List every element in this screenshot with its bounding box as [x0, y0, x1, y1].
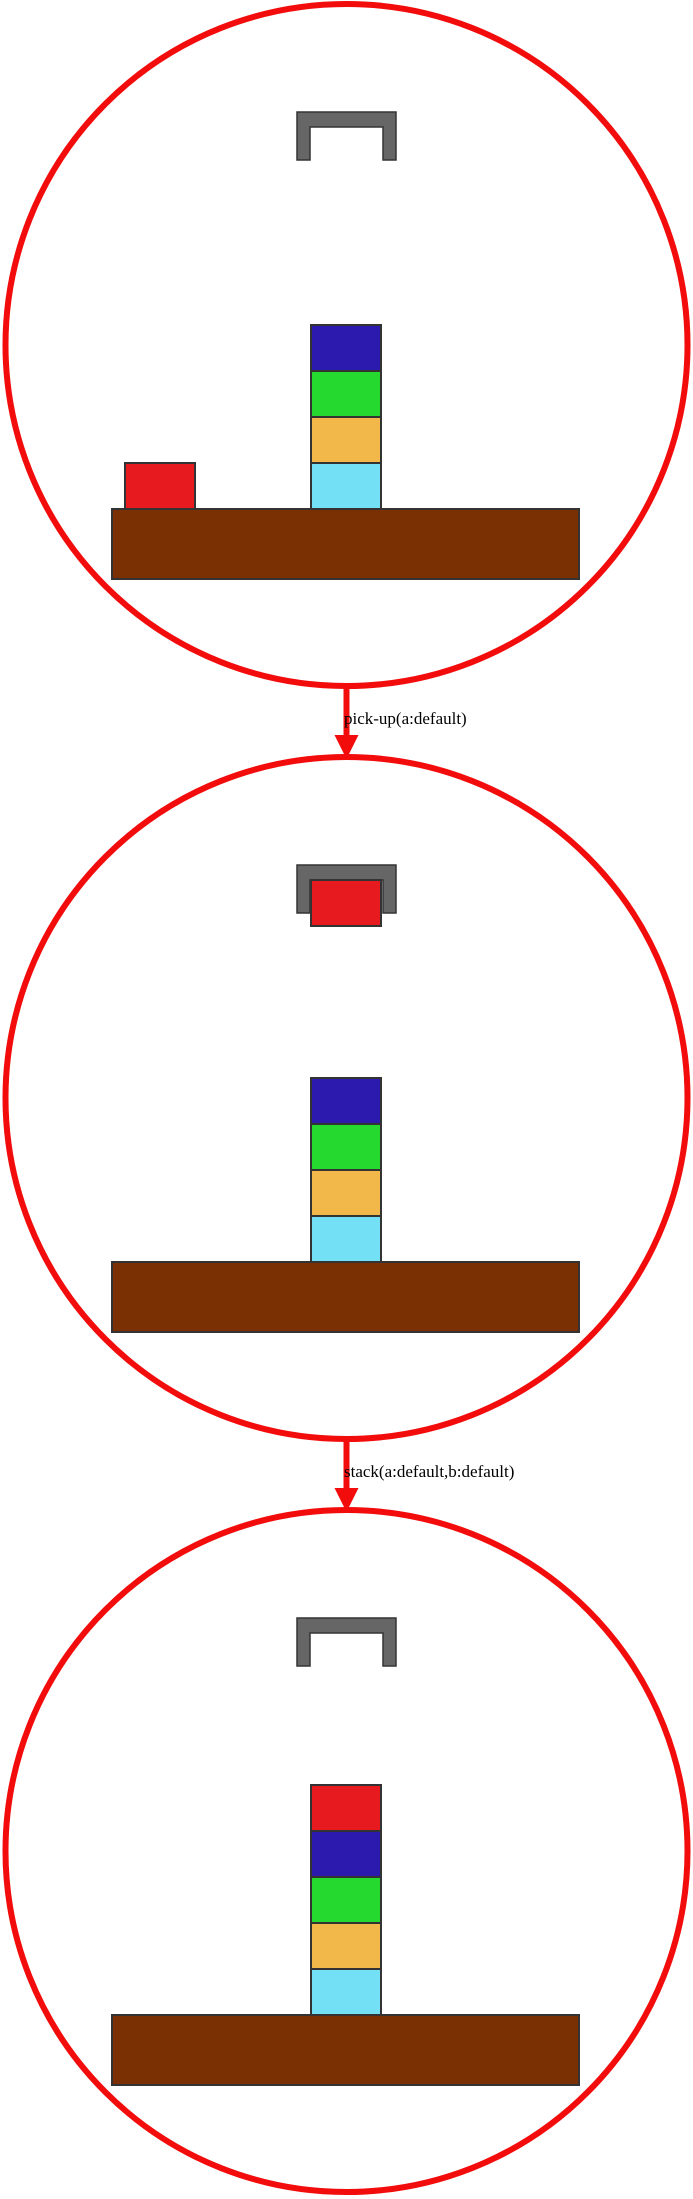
arrow-head-icon	[334, 1488, 359, 1512]
state-2	[2, 1507, 691, 2195]
block-orange	[310, 1922, 382, 1970]
transition-0: pick-up(a:default)	[334, 686, 467, 759]
block-red	[310, 1784, 382, 1832]
block-green	[310, 370, 382, 418]
block-cyan	[310, 1215, 382, 1263]
table	[111, 508, 580, 580]
block-navy	[310, 1830, 382, 1878]
block-navy	[310, 1077, 382, 1125]
state-1	[2, 754, 691, 1442]
block-orange	[310, 416, 382, 464]
state-0	[2, 1, 691, 689]
block-cyan	[310, 462, 382, 510]
block-green	[310, 1876, 382, 1924]
block-navy	[310, 324, 382, 372]
block-cyan	[310, 1968, 382, 2016]
gripper-icon	[296, 1617, 397, 1667]
held-block-red	[310, 879, 382, 927]
table	[111, 2014, 580, 2086]
action-label: stack(a:default,b:default)	[344, 1462, 514, 1481]
block-orange	[310, 1169, 382, 1217]
gripper-icon	[296, 111, 397, 161]
transitions-layer: pick-up(a:default) stack(a:default,b:def…	[334, 686, 514, 1512]
action-label: pick-up(a:default)	[344, 709, 467, 728]
table	[111, 1261, 580, 1333]
arrow-head-icon	[334, 735, 359, 759]
block-red	[124, 462, 196, 510]
transition-1: stack(a:default,b:default)	[334, 1439, 514, 1512]
block-green	[310, 1123, 382, 1171]
